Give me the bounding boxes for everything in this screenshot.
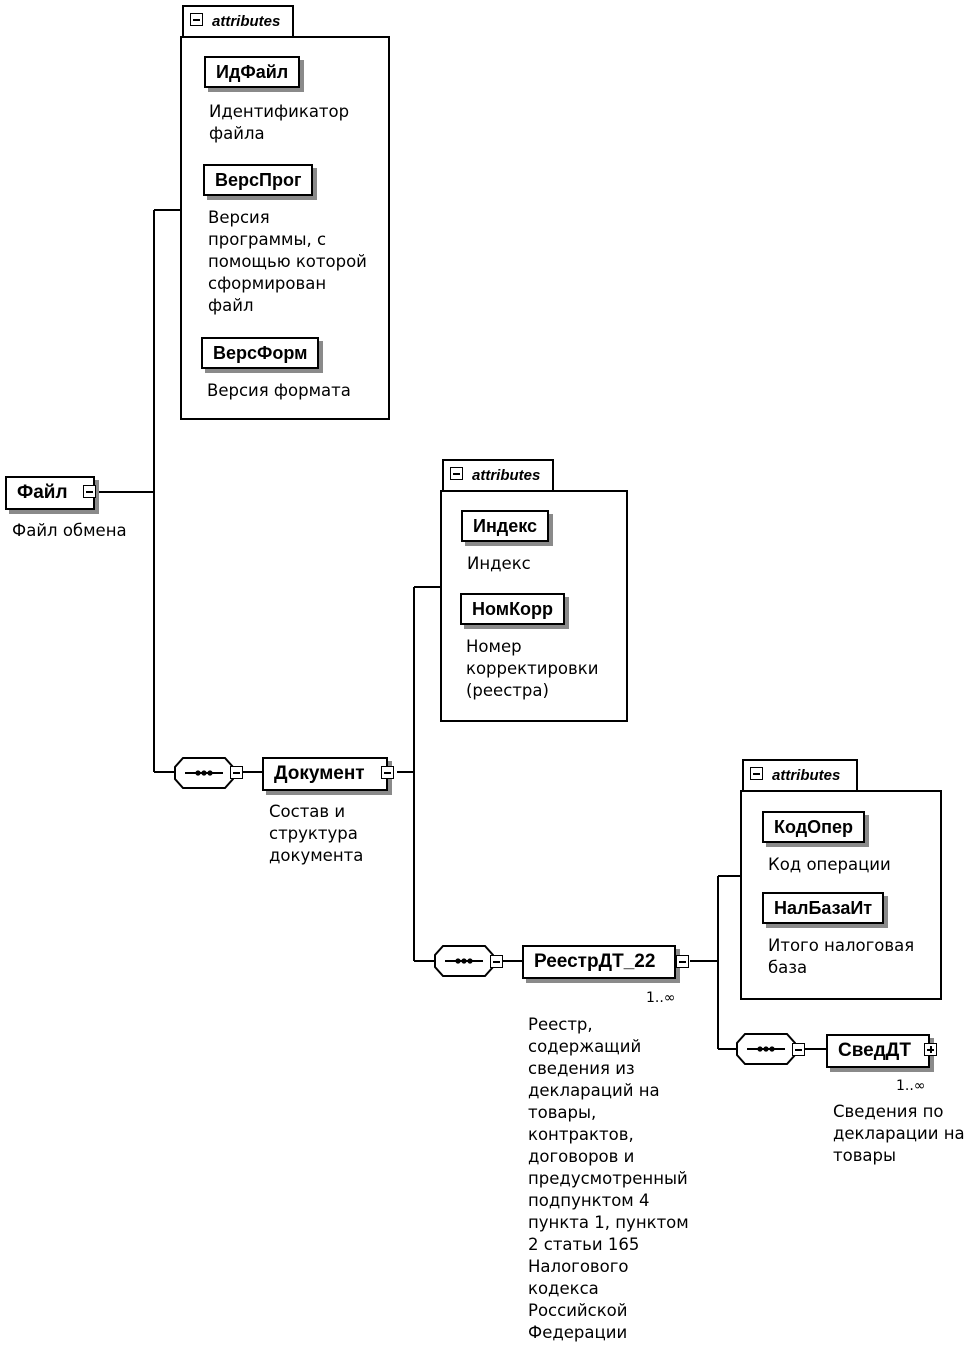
collapse-toggle-icon[interactable]: [83, 485, 96, 498]
attribute-versform-description: Версия формата: [207, 381, 351, 400]
attribute-nomkorr[interactable]: НомКорр: [460, 593, 566, 625]
attribute-nalbazait[interactable]: НалБазаИт: [762, 892, 885, 924]
attribute-nomkorr-description: Номер корректировки (реестра): [466, 637, 599, 700]
collapse-toggle-icon[interactable]: [750, 767, 763, 780]
attributes-group-fayl: [180, 36, 390, 420]
element-sveddt-description: Сведения по декларации на товары: [833, 1102, 965, 1165]
collapse-toggle-icon[interactable]: [230, 766, 243, 779]
element-reestrdt-22[interactable]: РеестрДТ_22: [522, 945, 680, 983]
collapse-toggle-icon[interactable]: [792, 1043, 805, 1056]
element-dokument-description: Состав и структура документа: [269, 802, 364, 865]
attribute-versprog[interactable]: ВерсПрог: [203, 164, 314, 196]
sequence-compositor-icon[interactable]: [736, 1033, 796, 1065]
element-fayl-description: Файл обмена: [12, 521, 127, 540]
sequence-compositor-icon[interactable]: [174, 757, 234, 789]
attributes-group-reestrdt-22: [740, 790, 942, 1000]
collapse-toggle-icon[interactable]: [381, 766, 394, 779]
attribute-idfayl-description: Идентификатор файла: [209, 102, 350, 143]
element-fayl[interactable]: Файл: [5, 476, 95, 510]
attribute-versprog-description: Версия программы, с помощью которой сфор…: [208, 208, 367, 315]
collapse-toggle-icon[interactable]: [490, 955, 503, 968]
cardinality-label: 1..∞: [896, 1078, 926, 1094]
cardinality-label: 1..∞: [646, 990, 676, 1006]
attribute-indeks[interactable]: Индекс: [461, 510, 550, 542]
element-sveddt[interactable]: СведДТ: [826, 1034, 934, 1072]
collapse-toggle-icon[interactable]: [190, 13, 203, 26]
element-fayl-label: Файл: [17, 482, 68, 503]
sequence-compositor-icon[interactable]: [434, 945, 494, 977]
element-reestrdt-22-description: Реестр, содержащий сведения из деклараци…: [528, 1015, 689, 1342]
attributes-group-dokument: [440, 490, 628, 722]
collapse-toggle-icon[interactable]: [676, 955, 689, 968]
attribute-indeks-description: Индекс: [467, 554, 531, 573]
collapse-toggle-icon[interactable]: [450, 467, 463, 480]
expand-toggle-icon[interactable]: [924, 1043, 937, 1056]
attribute-kodoper[interactable]: КодОпер: [762, 811, 866, 843]
attribute-nalbazait-description: Итого налоговая база: [768, 936, 915, 977]
attribute-idfayl[interactable]: ИдФайл: [204, 56, 301, 88]
attribute-versform[interactable]: ВерсФорм: [201, 337, 320, 369]
element-dokument[interactable]: Документ: [262, 757, 388, 791]
attribute-kodoper-description: Код операции: [768, 855, 891, 874]
